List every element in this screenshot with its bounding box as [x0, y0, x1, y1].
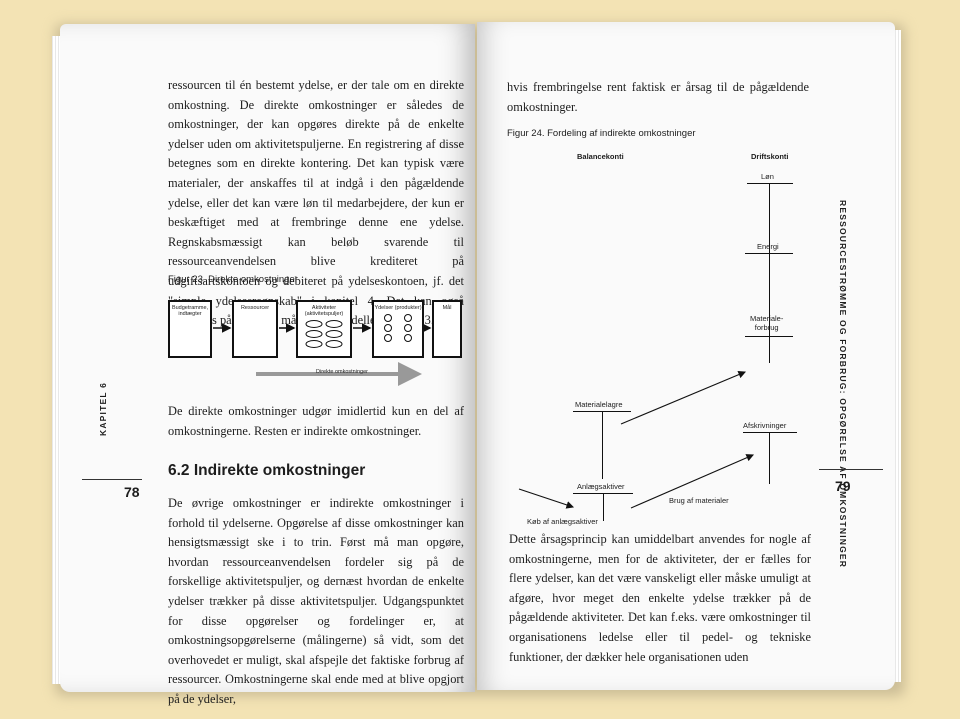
right-page-number: 79: [835, 478, 851, 494]
resources-box-label: Ressourcer: [240, 305, 270, 311]
figure-23-diagram: Budgetramme, indtægter Ressourcer Aktivi…: [166, 296, 466, 388]
activities-box: Aktiviteter (aktivitetspuljer): [296, 300, 352, 358]
operating-accounts-label: Driftskonti: [751, 152, 789, 161]
goal-box-label: Mål: [442, 305, 452, 311]
right-page: hvis frembringelse rent faktisk er årsag…: [477, 22, 895, 690]
resources-box: Ressourcer: [232, 300, 278, 358]
left-paragraph-3: De øvrige omkostninger er indirekte omko…: [168, 496, 464, 706]
material-consumption-line2: forbrug: [754, 323, 779, 332]
right-paragraph-1: hvis frembringelse rent faktisk er årsag…: [507, 80, 809, 114]
balance-accounts-label: Balancekonti: [577, 152, 624, 161]
figure-24-caption: Figur 24. Fordeling af indirekte omkostn…: [507, 128, 696, 139]
figure-23-arrows: [213, 323, 432, 386]
left-paragraph-1: ressourcen til én bestemt ydelse, er der…: [168, 78, 464, 328]
chapter-label: KAPITEL 6: [98, 381, 108, 436]
material-consumption-label: Materiale- forbrug: [750, 314, 783, 332]
side-title-rule: [819, 469, 883, 470]
left-paragraph-2: De direkte omkostninger udgør imidlertid…: [168, 404, 464, 438]
figure-24-diagram: Balancekonti Driftskonti Løn Energi Mate…: [507, 144, 817, 526]
operating-vertical-line: [769, 183, 771, 363]
material-stocks-label: Materialelagre: [575, 400, 623, 409]
purchase-of-fixed-assets-label: Køb af anlægsaktiver: [527, 517, 598, 526]
activity-ovals-icon: [305, 320, 343, 348]
fixed-assets-label: Anlægsaktiver: [577, 482, 625, 491]
section-heading: 6.2 Indirekte omkostninger: [168, 462, 366, 479]
right-paragraph-2: Dette årsagsprincip kan umiddelbart anve…: [509, 532, 811, 664]
material-consumption-line: [745, 336, 793, 338]
depreciation-label: Afskrivninger: [743, 421, 787, 430]
budget-box-label: Budgetramme, indtægter: [171, 305, 209, 317]
left-page: ressourcen til én bestemt ydelse, er der…: [60, 24, 475, 706]
material-consumption-line1: Materiale-: [750, 314, 784, 323]
balance-vertical-line: [602, 411, 604, 479]
budget-box: Budgetramme, indtægter: [168, 300, 212, 358]
fixed-assets-vertical-line: [603, 493, 605, 521]
energy-line: [745, 253, 793, 255]
depreciation-vertical-line: [769, 432, 771, 484]
figure-23-caption: Figur 23. Direkte omkostninger: [168, 274, 298, 285]
running-side-title: RESSOURCESTRØMME OG FORBRUG: OPGØRELSE A…: [838, 200, 848, 569]
goal-box: Mål: [432, 300, 462, 358]
use-of-materials-label: Brug af materialer: [669, 496, 729, 505]
energy-label: Energi: [757, 242, 779, 251]
wages-label: Løn: [761, 172, 774, 181]
service-circles-icon: [384, 314, 412, 342]
activities-box-label: Aktiviteter (aktivitetspuljer): [304, 305, 344, 317]
figure-24-arrows: [518, 371, 755, 509]
chapter-rule: [82, 479, 142, 480]
services-box-label: Ydelser (produkter): [374, 305, 422, 311]
direct-costs-label: Direkte omkostninger: [316, 369, 368, 375]
left-page-number: 78: [124, 484, 140, 500]
